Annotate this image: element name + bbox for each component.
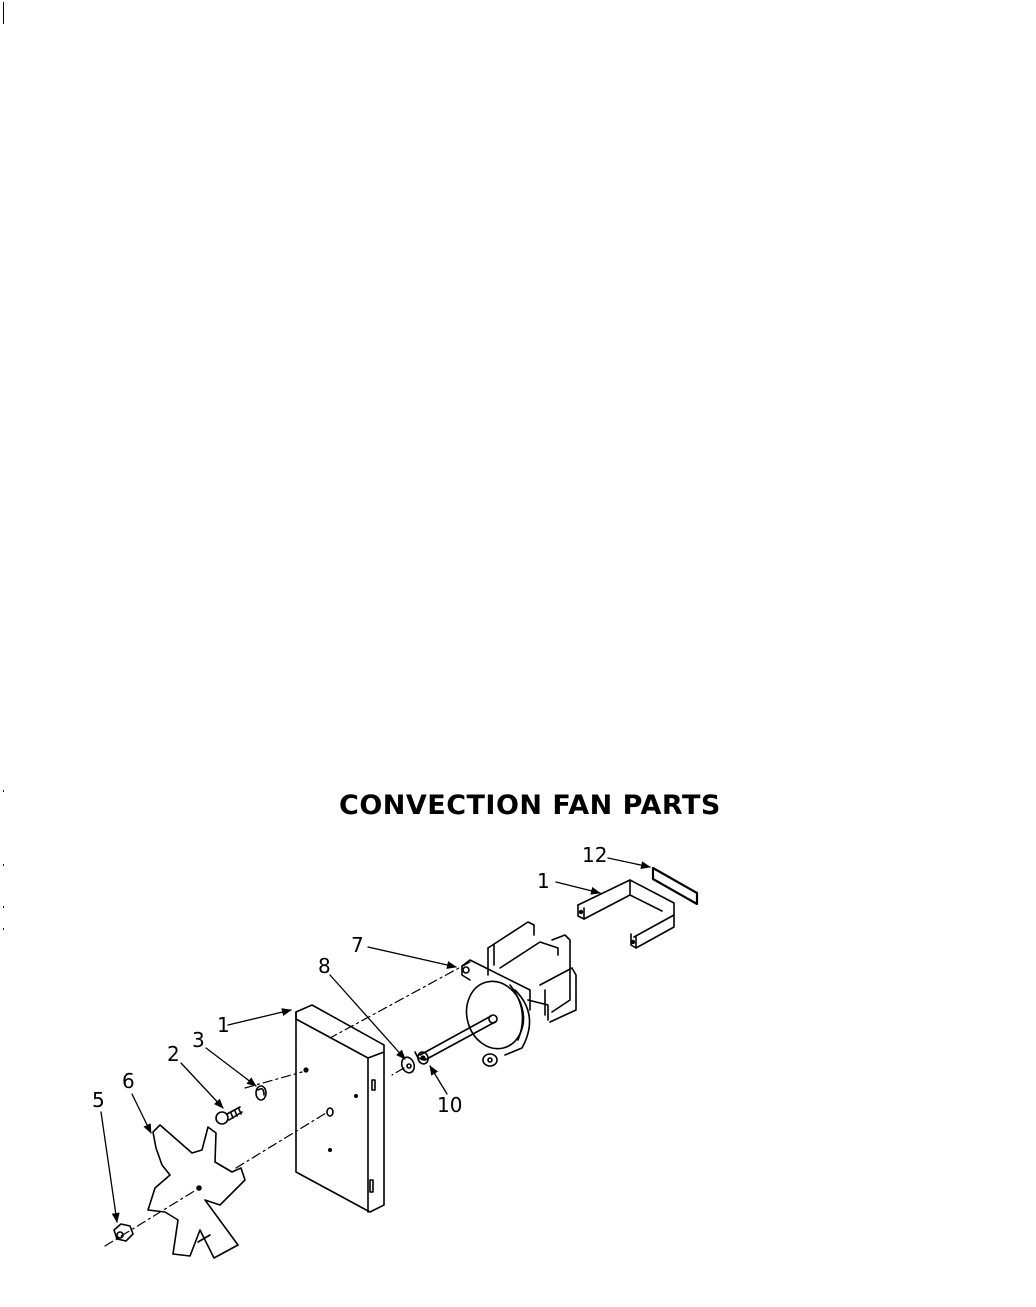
fan-blade-part bbox=[147, 1124, 246, 1259]
screw-part bbox=[215, 1106, 243, 1125]
callout-2: 2 bbox=[167, 1042, 180, 1066]
washer-parts bbox=[400, 1051, 429, 1074]
scan-edge-mark bbox=[3, 864, 4, 866]
scan-edge-mark bbox=[3, 2, 4, 24]
scan-edge-mark bbox=[3, 906, 4, 908]
motor-bracket-part bbox=[577, 879, 675, 949]
fan-housing-panel-part bbox=[295, 1004, 385, 1213]
callout-7: 7 bbox=[351, 933, 364, 957]
callout-1: 1 bbox=[217, 1013, 230, 1037]
callout-11: 1 bbox=[537, 869, 550, 893]
assembly-centerlines bbox=[104, 961, 471, 1247]
callout-6: 6 bbox=[122, 1069, 135, 1093]
callout-5: 5 bbox=[92, 1088, 105, 1112]
callout-10: 10 bbox=[437, 1093, 463, 1117]
insulation-pad-part bbox=[651, 866, 699, 906]
fan-motor-part bbox=[414, 921, 577, 1067]
callout-3: 3 bbox=[192, 1028, 205, 1052]
callout-8: 8 bbox=[318, 954, 331, 978]
scan-edge-mark bbox=[3, 790, 4, 792]
lock-washer-part bbox=[255, 1085, 267, 1101]
diagram-title: CONVECTION FAN PARTS bbox=[339, 790, 721, 821]
leader-arrows bbox=[100, 857, 651, 1223]
scan-edge-mark bbox=[3, 928, 4, 930]
callout-12: 12 bbox=[582, 843, 608, 867]
